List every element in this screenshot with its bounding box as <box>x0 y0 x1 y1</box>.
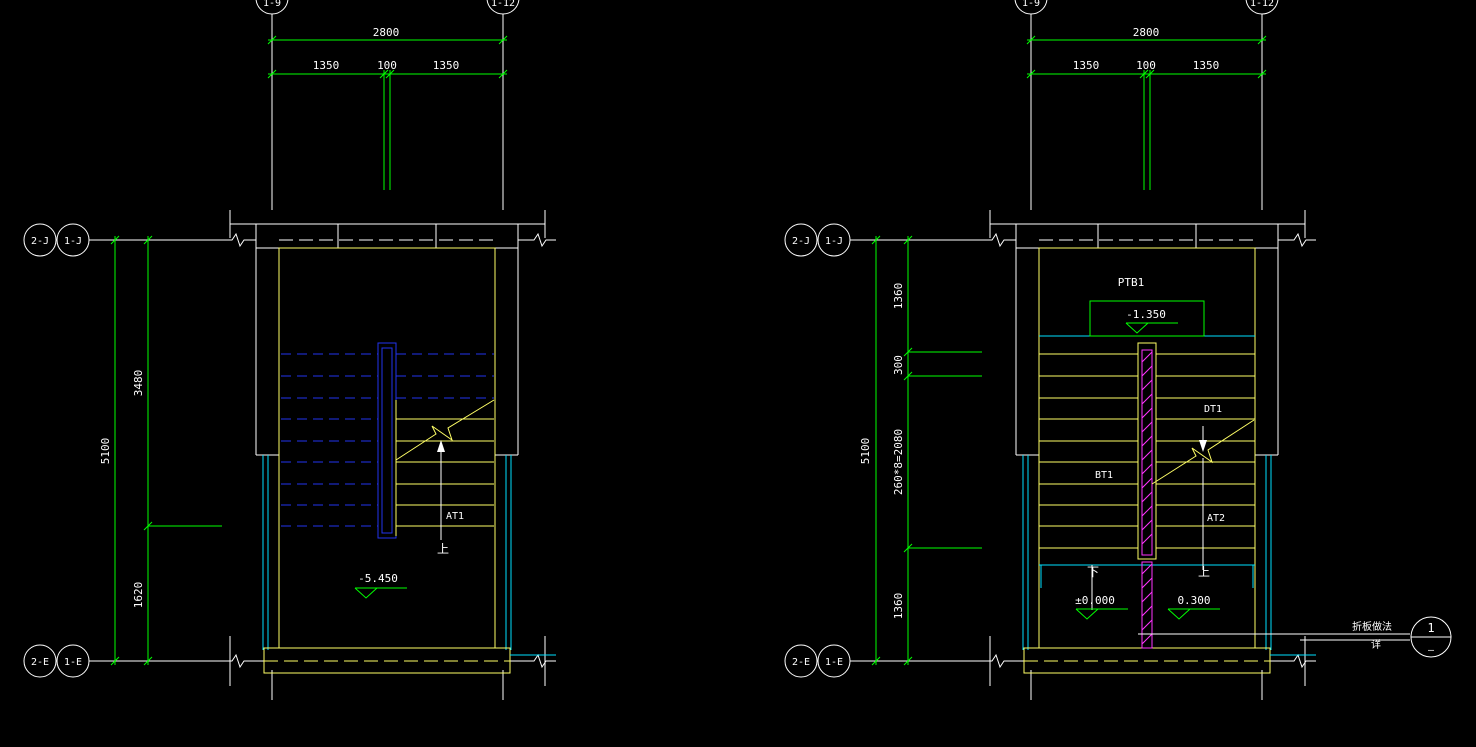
section-sheet: — <box>1428 645 1435 656</box>
flight-label-dt1: DT1 <box>1204 404 1222 415</box>
bottom-wall <box>222 636 556 686</box>
up-label: 上 <box>437 542 449 556</box>
dim-height-3: 260*8=2080 <box>892 429 905 495</box>
elevation-mark-right <box>1167 608 1220 620</box>
dim-left-width: 1350 <box>1073 59 1100 72</box>
top-wall <box>222 210 556 649</box>
flight-label-at2: AT2 <box>1207 513 1225 524</box>
axis-bubble-label: 1-E <box>64 657 82 668</box>
dim-right-width: 1350 <box>1193 59 1220 72</box>
axis-bubble-2E: 2-E <box>23 644 57 678</box>
elevation-top: -1.350 <box>1126 308 1166 321</box>
dim-height-1: 1360 <box>892 283 905 310</box>
up-label-r: 上 <box>1198 565 1210 579</box>
elevation-left: ±0.000 <box>1075 594 1115 607</box>
dim-total-width: 2800 <box>373 26 400 39</box>
flight-label-at1: AT1 <box>446 511 464 522</box>
elevation-mark-left <box>1075 608 1128 620</box>
handrail <box>1141 349 1153 556</box>
left-stair-plan: 1-9 1-12 2800 1350 100 1350 <box>23 0 556 700</box>
dim-left-width: 1350 <box>313 59 340 72</box>
section-note-2: 详 <box>1371 638 1381 651</box>
section-number: 1 <box>1427 621 1434 635</box>
axis-bubble-label: 2-J <box>792 236 810 247</box>
right-vertical-dimension <box>871 235 982 666</box>
axis-bubble-2J-r: 2-J <box>784 223 818 257</box>
dim-total-height: 5100 <box>99 438 112 465</box>
dim-gap-width: 100 <box>377 59 397 72</box>
axis-bubble-label: 1-E <box>825 657 843 668</box>
axis-bubble-label: 1-12 <box>1250 0 1274 9</box>
dim-lower-height: 1620 <box>132 582 145 609</box>
axis-bubble-label: 1-9 <box>1022 0 1040 9</box>
platform-outline <box>1089 300 1205 337</box>
platform-label: PTB1 <box>1118 276 1145 289</box>
top-dimension <box>267 35 508 190</box>
axis-bubble-label: 2-J <box>31 236 49 247</box>
elevation-right: 0.300 <box>1177 594 1210 607</box>
right-stair-plan: 1-9 1-12 2800 1350 100 1350 2-J <box>784 0 1452 700</box>
elevation-mark <box>354 587 407 599</box>
dim-right-width: 1350 <box>433 59 460 72</box>
axis-bubble-label: 1-9 <box>263 0 281 9</box>
break-line-r <box>1151 419 1255 485</box>
axis-bubble-label: 1-J <box>64 236 82 247</box>
handrail-well-r <box>1137 342 1157 560</box>
section-note: 折板做法 <box>1352 620 1392 633</box>
axis-bubble-label: 2-E <box>792 657 810 668</box>
dim-upper-height: 3480 <box>132 370 145 397</box>
down-label: 下 <box>1087 565 1099 579</box>
side-walls <box>262 455 512 650</box>
top-wall-r <box>982 210 1316 649</box>
axis-bubble-2E-r: 2-E <box>784 644 818 678</box>
left-vertical-dimension <box>110 235 222 666</box>
elevation-mark-top <box>1125 322 1178 334</box>
dim-total-height: 5100 <box>859 438 872 465</box>
break-line <box>395 399 495 461</box>
axis-bubble-label: 2-E <box>31 657 49 668</box>
dim-height-4: 1360 <box>892 593 905 620</box>
handrail-lower <box>1141 561 1153 649</box>
side-walls-r <box>1022 335 1272 650</box>
dim-height-2: 300 <box>892 355 905 375</box>
axis-bubble-label: 1-12 <box>491 0 515 9</box>
handrail-hatch <box>1141 351 1153 545</box>
hidden-treads <box>281 353 494 527</box>
axis-bubble-2J: 2-J <box>23 223 57 257</box>
dim-total-width: 2800 <box>1133 26 1160 39</box>
top-dimension-r <box>1026 35 1267 190</box>
elevation-label: -5.450 <box>358 572 398 585</box>
axis-bubble-label: 1-J <box>825 236 843 247</box>
flight-label-bt1: BT1 <box>1095 470 1113 481</box>
dim-gap-width: 100 <box>1136 59 1156 72</box>
visible-treads <box>395 400 494 536</box>
